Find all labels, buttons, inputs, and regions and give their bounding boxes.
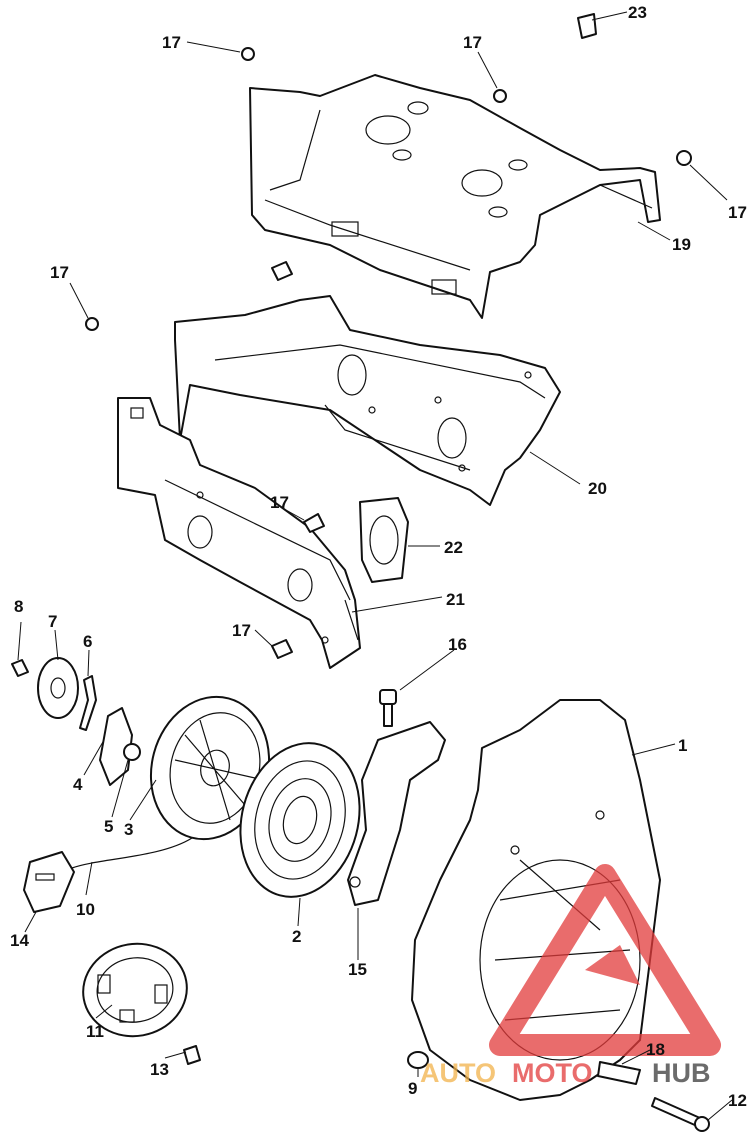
starter-cup-part: [82, 942, 188, 1038]
callout-23: 23: [628, 3, 647, 22]
lower-baffle-part: [117, 397, 361, 669]
callout-17-middle: 17: [270, 493, 289, 512]
callout-6: 6: [83, 632, 92, 651]
callout-20: 20: [588, 479, 607, 498]
fasteners: [11, 13, 692, 727]
mount-bracket-part: [347, 721, 446, 906]
rope-and-handle: [23, 837, 193, 913]
callout-17-top-left: 17: [162, 33, 181, 52]
top-shroud-part: [249, 74, 661, 319]
callout-21: 21: [446, 590, 465, 609]
callout-18: 18: [646, 1040, 665, 1059]
leader-lines: [17, 11, 733, 1121]
callout-8: 8: [14, 597, 23, 616]
middle-shroud-part: [174, 295, 561, 506]
callout-17-top-center: 17: [463, 33, 482, 52]
callout-19: 19: [672, 235, 691, 254]
callout-2: 2: [292, 927, 301, 946]
watermark-logo: AUTO MOTO HUB: [420, 864, 721, 1088]
callout-22: 22: [444, 538, 463, 557]
callout-10: 10: [76, 900, 95, 919]
callout-4: 4: [73, 775, 83, 794]
callout-labels: 23 17 17 17 17 17 17 19 20 22 21 16 8 7 …: [10, 3, 747, 1110]
callout-17-lower: 17: [232, 621, 251, 640]
callout-9: 9: [408, 1079, 417, 1098]
callout-7: 7: [48, 612, 57, 631]
recoil-spring-part: [239, 742, 361, 898]
callout-5: 5: [104, 817, 113, 836]
starter-hub-parts: [37, 657, 141, 786]
watermark-hub: HUB: [652, 1058, 711, 1088]
watermark-auto: AUTO: [420, 1058, 496, 1088]
callout-17-right: 17: [728, 203, 747, 222]
watermark-moto: MOTO: [512, 1058, 593, 1088]
callout-14: 14: [10, 931, 29, 950]
callout-16: 16: [448, 635, 467, 654]
callout-13: 13: [150, 1060, 169, 1079]
callout-15: 15: [348, 960, 367, 979]
gasket-part: [359, 497, 409, 583]
callout-1: 1: [678, 736, 687, 755]
bottom-fasteners: [183, 1045, 710, 1132]
callout-12: 12: [728, 1091, 747, 1110]
callout-3: 3: [124, 820, 133, 839]
callout-11: 11: [86, 1022, 104, 1041]
callout-17-left: 17: [50, 263, 69, 282]
